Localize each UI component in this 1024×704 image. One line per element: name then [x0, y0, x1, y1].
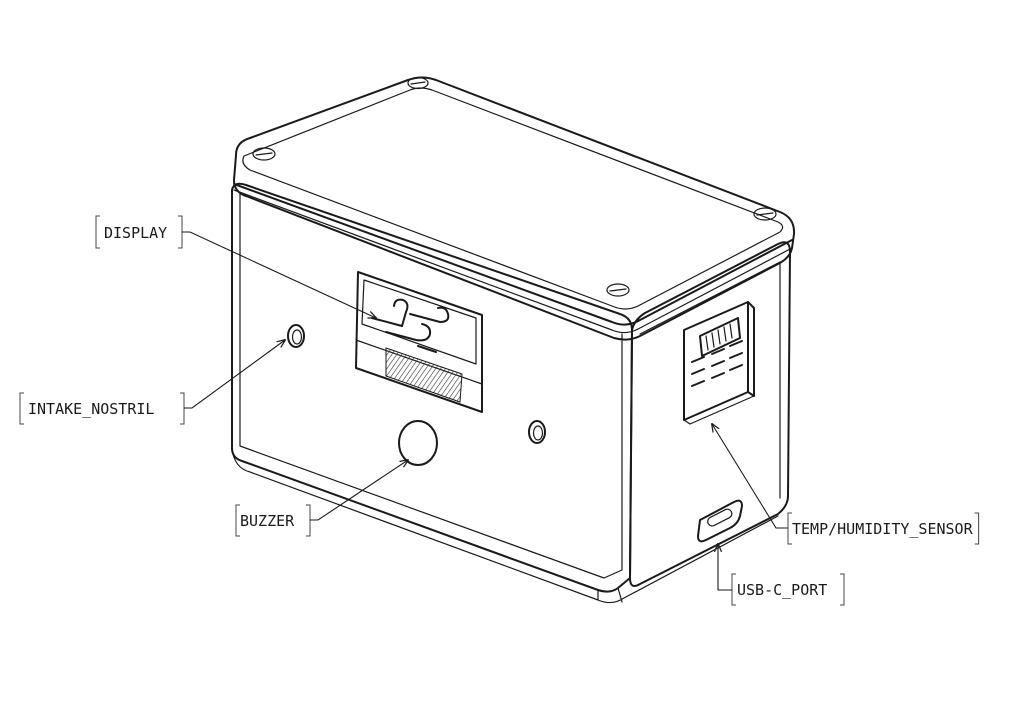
buzzer-grille [398, 420, 438, 466]
callout-usb: USB-C_PORT [718, 544, 845, 606]
usb-c-port [697, 499, 743, 543]
label-display: DISPLAY [104, 224, 167, 242]
label-intake: INTAKE_NOSTRIL [28, 400, 154, 418]
label-sensor: TEMP/HUMIDITY_SENSOR [792, 520, 974, 538]
display-module [355, 271, 483, 413]
callout-intake: INTAKE_NOSTRIL [19, 340, 285, 425]
callout-sensor: TEMP/HUMIDITY_SENSOR [712, 424, 980, 545]
lid-screw-back [407, 76, 429, 90]
callout-display: DISPLAY [95, 215, 376, 318]
enclosure-body [231, 182, 791, 604]
wind-icon [371, 298, 450, 353]
enclosure-lid [233, 76, 796, 341]
lid-screw-front [606, 283, 630, 297]
intake-nostril [287, 324, 305, 348]
label-sensor-bracket [974, 512, 980, 545]
temp-humidity-sensor [683, 301, 755, 425]
label-usb: USB-C_PORT [737, 581, 827, 599]
lid-screw-right [753, 207, 777, 221]
label-buzzer: BUZZER [240, 512, 295, 530]
callout-buzzer: BUZZER [235, 460, 408, 537]
lid-screw-left [252, 147, 276, 161]
side-nostril [528, 420, 546, 444]
